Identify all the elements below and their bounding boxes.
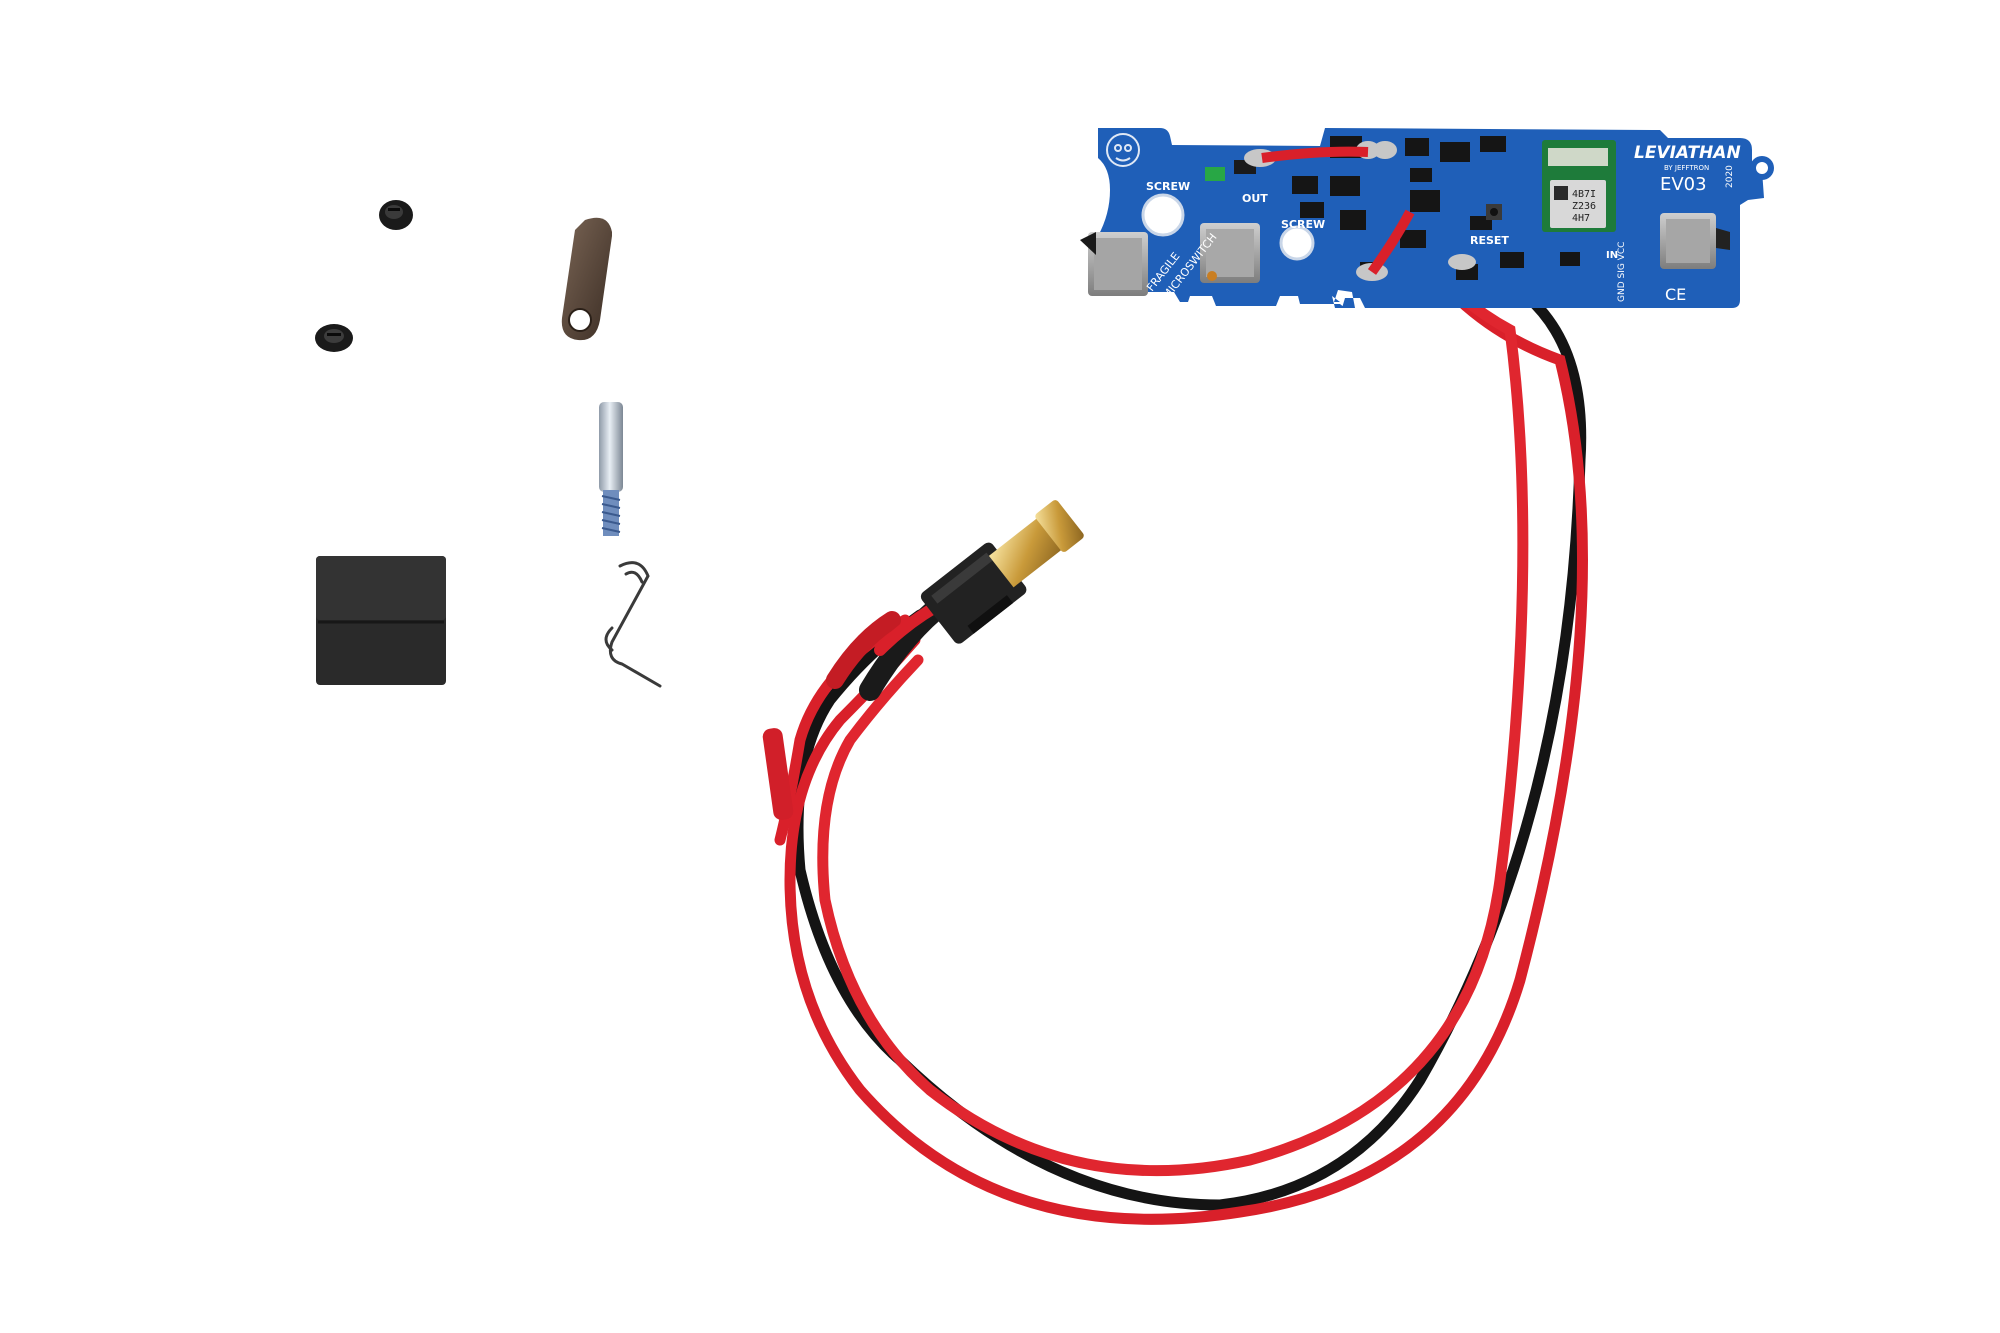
label-pins: GND SIG VCC [1617,242,1627,302]
label-model: EV03 [1660,174,1707,195]
label-year: 2020 [1725,165,1735,188]
label-reset: RESET [1470,234,1509,247]
label-module-2: Z236 [1572,201,1596,212]
label-screw-left: SCREW [1146,180,1190,193]
wireless-module [1542,140,1616,232]
red-wire-outer [784,144,1588,1225]
trigger-lever [561,217,612,341]
threaded-pin [599,402,623,536]
microswitch-right [1660,213,1730,269]
label-ce: CE [1665,285,1686,304]
screw-1 [379,200,413,230]
microswitch-center [1200,223,1260,283]
bullet-terminal [762,728,794,820]
label-module-3: 4H7 [1572,213,1590,224]
control-board: SCREW SCREW OUT FRAGILE MICROSWITCH RESE… [1080,128,1774,308]
label-in: IN [1606,250,1618,261]
label-screw-center: SCREW [1281,218,1325,231]
heat-shrink [826,611,901,689]
label-brand: LEVIATHAN [1634,143,1741,163]
board-logo [1106,133,1140,167]
label-module-1: 4B7I [1572,189,1596,200]
screw-hole-left [1141,193,1185,237]
t-plug-connector [920,500,1084,644]
red-wire-inner [817,144,1529,1177]
label-out: OUT [1242,192,1268,205]
screw-hole-center [1279,225,1315,261]
wire-harness [762,144,1588,1225]
microswitch-left [1080,232,1148,296]
label-brand-sub: BY JEFFTRON [1664,164,1709,172]
foam-pad [316,556,446,685]
torsion-spring [604,561,662,688]
screw-2 [315,324,353,352]
